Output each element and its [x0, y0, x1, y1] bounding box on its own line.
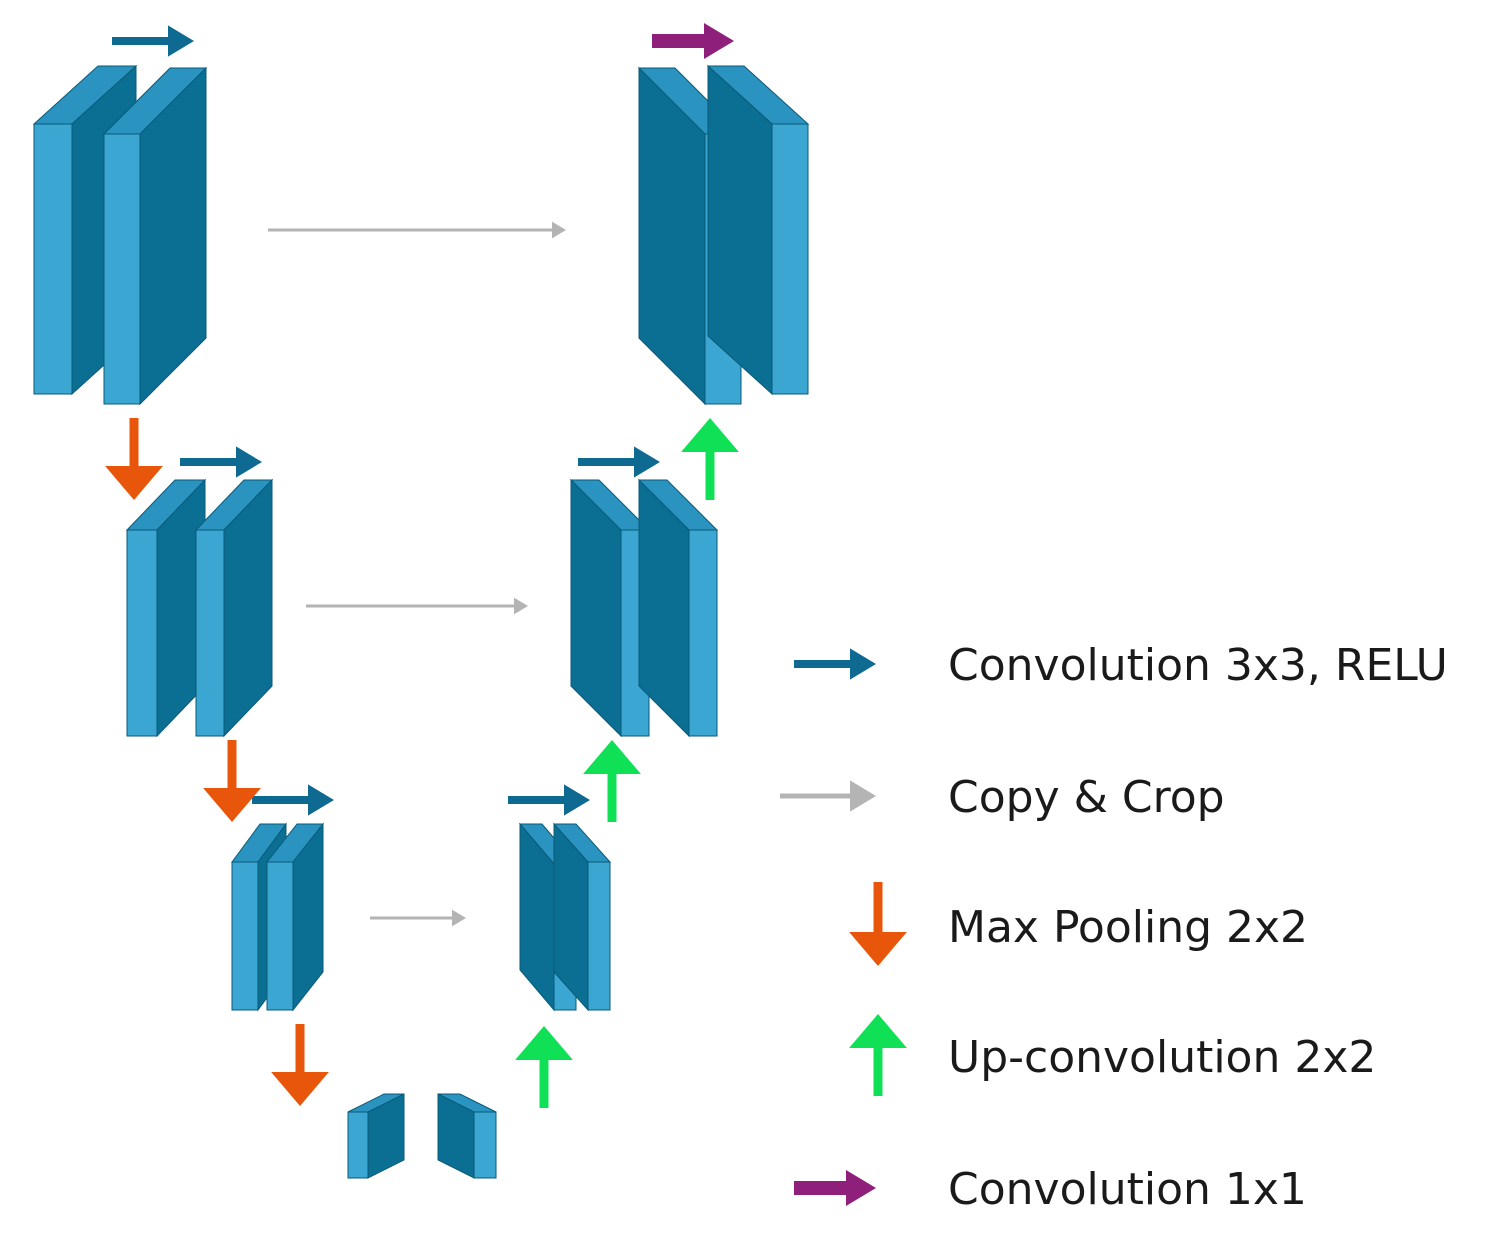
decoder-2-block-a — [569, 478, 651, 738]
pool-arrow-1 — [105, 418, 163, 500]
copy-arrow-level-3 — [370, 909, 466, 927]
decoder-1-block-b — [706, 64, 810, 396]
operation-arrows — [105, 23, 739, 1108]
conv-arrow-decoder-2 — [578, 446, 660, 478]
pool-arrow-2 — [203, 740, 261, 822]
encoder-3-block-b — [265, 822, 325, 1012]
conv-arrow-decoder-3 — [508, 784, 590, 816]
decoder-2-block-b — [637, 478, 719, 738]
encoder-2-block-a — [125, 478, 207, 738]
legend-label-conv: Convolution 3x3, RELU — [948, 640, 1448, 691]
upconv-arrow-1 — [515, 1026, 573, 1108]
legend-label-conv1x1: Convolution 1x1 — [948, 1164, 1307, 1215]
upconv-arrow-3 — [681, 418, 739, 500]
decoder-3-block-b — [552, 822, 612, 1012]
bottleneck-block-a — [347, 1093, 405, 1179]
encoder-2-block-b — [194, 478, 274, 738]
conv-arrow-encoder-1 — [112, 25, 194, 57]
copy-arrow-level-2 — [306, 597, 528, 615]
feature-map-blocks — [32, 64, 810, 1179]
copy-arrow-level-1 — [268, 221, 566, 239]
pool-arrow-3 — [271, 1024, 329, 1106]
legend-label-copy: Copy & Crop — [948, 772, 1225, 823]
legend: Convolution 3x3, RELU Copy & Crop Max Po… — [780, 640, 1448, 1215]
encoder-1-block-b — [102, 66, 208, 406]
legend-upconv-icon — [849, 1014, 907, 1096]
legend-label-pool: Max Pooling 2x2 — [948, 902, 1308, 953]
conv-arrow-encoder-2 — [180, 446, 262, 478]
bottleneck-block-b — [437, 1093, 497, 1179]
conv-arrow-encoder-3 — [252, 784, 334, 816]
legend-conv-icon — [794, 648, 876, 680]
legend-icons — [780, 648, 907, 1206]
conv1x1-arrow-output — [652, 23, 734, 59]
legend-pool-icon — [849, 882, 907, 966]
legend-copy-icon — [780, 780, 876, 812]
legend-conv1x1-icon — [794, 1170, 876, 1206]
upconv-arrow-2 — [583, 740, 641, 822]
legend-label-upconv: Up-convolution 2x2 — [948, 1032, 1376, 1083]
